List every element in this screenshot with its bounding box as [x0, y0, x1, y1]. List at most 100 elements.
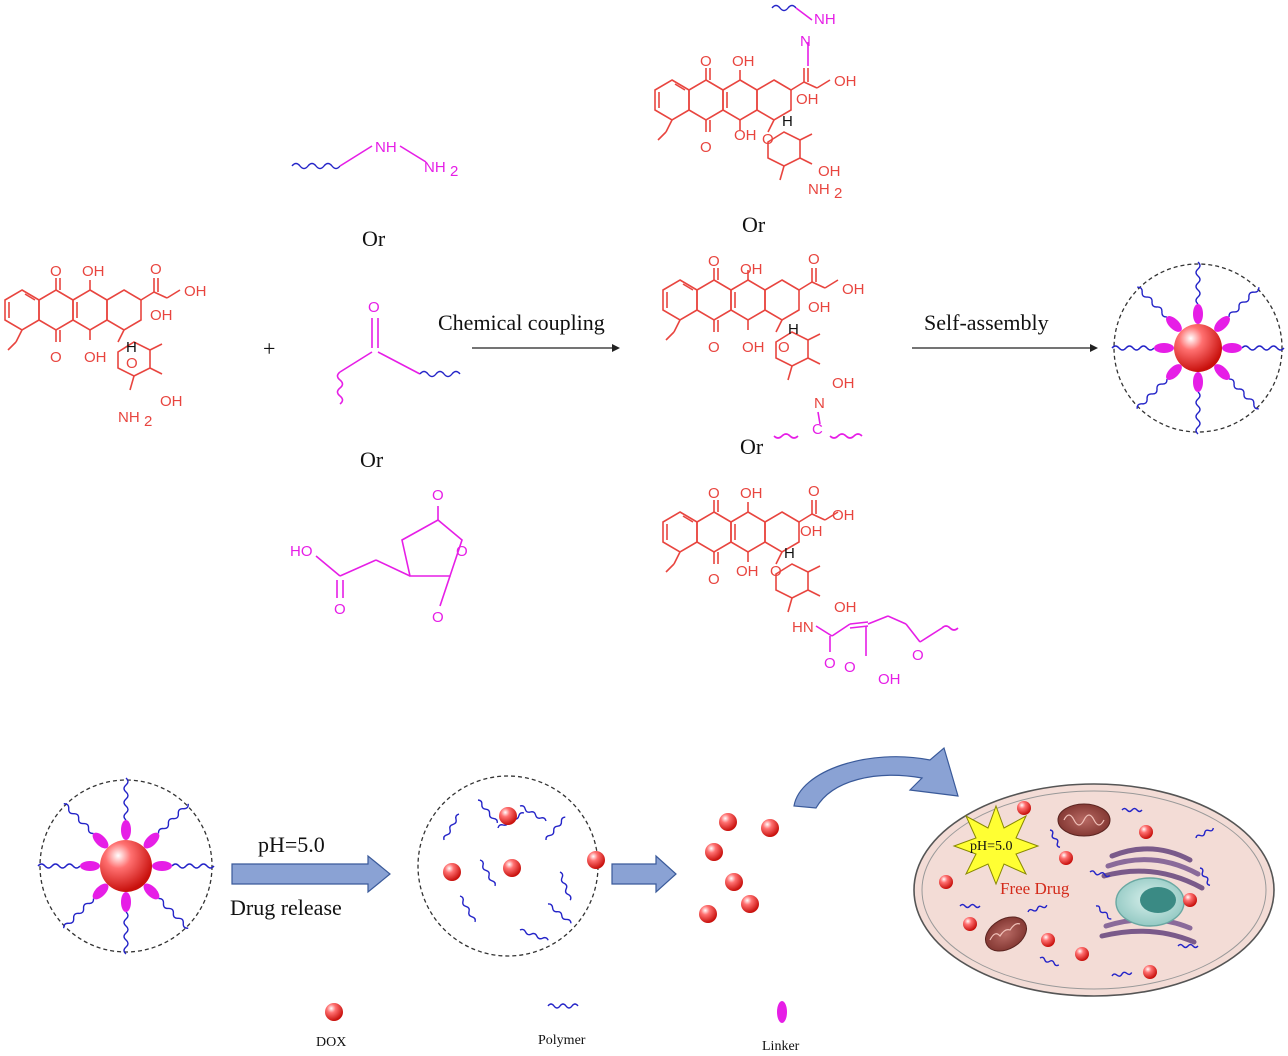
chemical-coupling-label: Chemical coupling — [438, 310, 605, 335]
atom-label: N — [800, 33, 811, 50]
polymer-chain — [477, 799, 499, 824]
legend-linker-label: Linker — [762, 1039, 800, 1054]
polymer-chain — [157, 803, 189, 834]
mitochondrion — [985, 916, 1027, 952]
dox-ball — [741, 895, 759, 913]
polymer-chain — [1039, 956, 1060, 967]
atom-label: OH — [160, 393, 183, 410]
linker — [143, 832, 160, 849]
uptake-arrow — [611, 854, 677, 894]
polymer-chain — [1199, 867, 1211, 887]
dox-ball — [705, 843, 723, 861]
atom-label: H — [782, 113, 793, 130]
atom-label: O — [368, 299, 380, 316]
polymer-arm — [1136, 364, 1182, 409]
linker — [121, 820, 131, 840]
polymer-chain — [545, 816, 566, 841]
atom-label: OH — [734, 127, 757, 144]
polymer-chain — [1229, 378, 1259, 410]
polymer-chain — [519, 928, 549, 941]
atom-label: OH — [834, 73, 857, 90]
atom-label: OH — [808, 299, 831, 316]
atom-label: OH — [800, 523, 823, 540]
linker — [143, 883, 160, 900]
atom-label: O — [126, 355, 138, 372]
self-assembly-label: Self-assembly — [924, 310, 1049, 335]
atom-label: O — [700, 139, 712, 156]
atom-label: O — [456, 543, 468, 560]
polymer-arm — [121, 892, 131, 955]
linker — [92, 832, 109, 849]
atom-label: OH — [740, 261, 763, 278]
atom-label: OH — [84, 349, 107, 366]
polymer-chain — [1137, 286, 1167, 318]
aconitic-anhydride-linker: O O O HO O — [290, 487, 468, 626]
curved-entry-arrow — [793, 746, 959, 809]
atom-label: O — [708, 571, 720, 588]
polymer-chain — [1228, 287, 1260, 317]
polymer-arm — [152, 861, 215, 871]
dox-ball — [1017, 801, 1031, 815]
ph-label: pH=5.0 — [258, 832, 325, 857]
polymer-chain — [459, 895, 476, 923]
linker — [1214, 316, 1230, 332]
atom-label: OH — [82, 263, 105, 280]
micelle-assembled — [1111, 261, 1285, 435]
polymer-arm — [63, 803, 109, 849]
self-assembly-arrowhead — [1090, 344, 1098, 352]
polymer-chain — [1136, 379, 1168, 409]
atom-label: OH — [740, 485, 763, 502]
cell-ph-label: pH=5.0 — [970, 839, 1013, 854]
polymer-chain — [1089, 870, 1111, 878]
ketone-linker: O — [336, 299, 461, 405]
polymer-arm — [1193, 372, 1203, 435]
dox-ball — [939, 875, 953, 889]
atom-label: H — [126, 339, 137, 356]
atom-label: NH — [424, 159, 446, 176]
polymer-chain — [1095, 905, 1112, 920]
linker — [1222, 343, 1242, 353]
coupling-arrowhead — [612, 344, 620, 352]
atom-label: O — [50, 349, 62, 366]
polymer-arm — [143, 883, 189, 929]
atom-label: OH — [818, 163, 841, 180]
or-label-1: Or — [362, 226, 386, 251]
atom-label: OH — [832, 507, 855, 524]
polymer-chain — [1111, 971, 1133, 977]
atom-label: NH — [814, 11, 836, 28]
dox-ball — [725, 873, 743, 891]
atom-label: O — [808, 483, 820, 500]
dox-ball — [699, 905, 717, 923]
atom-label: NH — [375, 139, 397, 156]
polymer-arm — [1222, 343, 1285, 353]
polymer-chain — [1195, 261, 1201, 305]
polymer-chain — [63, 803, 94, 835]
atom-label: O — [824, 655, 836, 672]
atom-label: 2 — [144, 413, 152, 430]
atom-label: HN — [792, 619, 814, 636]
polymer-chain — [479, 859, 496, 887]
dox-ball — [1139, 825, 1153, 839]
linker — [1214, 364, 1230, 380]
dox-ball — [587, 851, 605, 869]
atom-label: OH — [742, 339, 765, 356]
atom-label: N — [814, 395, 825, 412]
polymer-chain — [519, 805, 547, 822]
atom-label: NH — [118, 409, 140, 426]
dox-ball — [499, 807, 517, 825]
atom-label: OH — [832, 375, 855, 392]
tumor-cell: pH=5.0 Free Drug — [913, 783, 1275, 997]
nucleus — [1115, 877, 1185, 927]
polymer-chain — [1195, 827, 1215, 839]
atom-label: O — [778, 339, 790, 356]
atom-label: NH — [808, 181, 830, 198]
hydrazine-linker: NH NH 2 — [291, 139, 458, 180]
dox-core — [100, 840, 152, 892]
legend: DOX Polymer Linker — [316, 1001, 800, 1054]
polymer-chain — [123, 777, 129, 821]
legend-linker-symbol — [777, 1001, 787, 1023]
polymer-chain — [123, 911, 129, 955]
drug-release-label: Drug release — [230, 895, 342, 920]
dox-ball — [1041, 933, 1055, 947]
atom-label: O — [708, 253, 720, 270]
